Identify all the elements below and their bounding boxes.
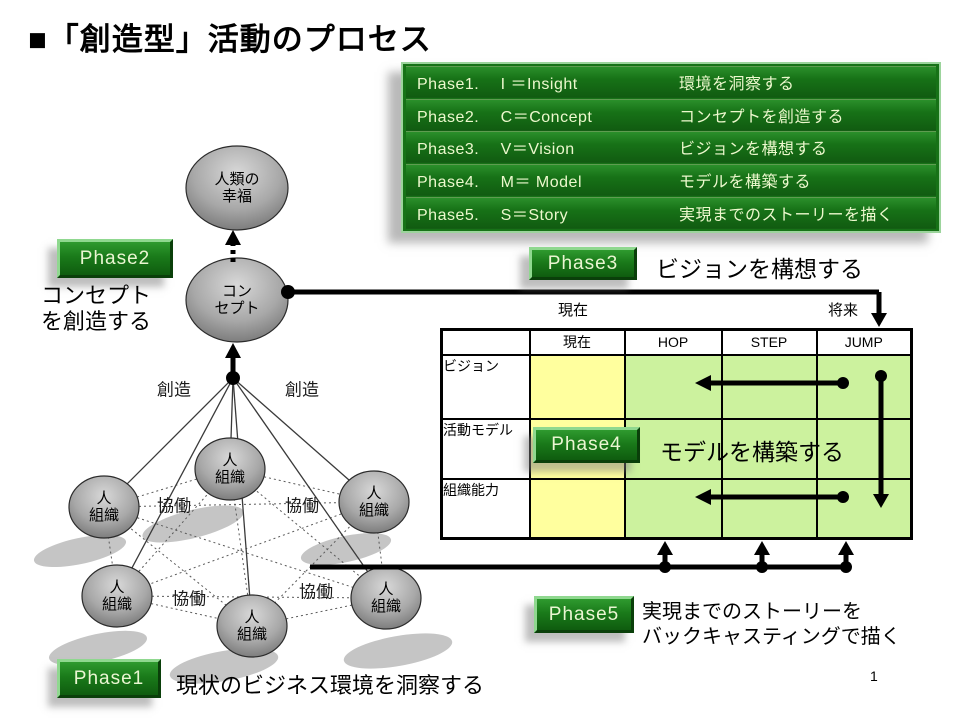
story-connector: [310, 541, 854, 573]
row-header-vision: ビジョン: [440, 353, 531, 420]
phase1-badge: Phase1: [57, 659, 161, 698]
table-cell: [720, 353, 818, 420]
phase-legend-key: Phase1. I ＝Insight: [417, 76, 578, 94]
phase4-description: モデルを構築する: [660, 439, 844, 465]
phase-legend-row: Phase1. I ＝Insight 環境を洞察する: [406, 66, 936, 99]
row-header-org-capability: 組織能力: [440, 477, 531, 540]
org-node-label: 人 組織: [214, 451, 246, 486]
phase4-badge: Phase4: [533, 427, 640, 463]
junction-arrow: [225, 343, 241, 385]
phase-legend-desc: モデルを構築する: [679, 174, 812, 192]
phase-legend-desc: 環境を洞察する: [679, 76, 795, 94]
table-cell: [528, 477, 626, 540]
phase-legend-key: Phase3. V＝Vision: [417, 141, 575, 159]
phase-legend-box: Phase1. I ＝Insight 環境を洞察する Phase2. C＝Con…: [401, 62, 941, 233]
phase-legend-desc: コンセプトを創造する: [679, 108, 845, 126]
phase-legend-row: Phase3. V＝Vision ビジョンを構想する: [406, 131, 936, 164]
col-header-hop: HOP: [623, 328, 723, 356]
phase5-description: 実現までのストーリーを バックキャスティングで描く: [642, 601, 901, 648]
page-number: 1: [870, 668, 878, 684]
concept-to-happiness-arrow: [225, 230, 241, 262]
happiness-node-label: 人類の 幸福: [214, 170, 260, 205]
timeline-future-label: 将来: [828, 302, 859, 319]
collab-mesh: [103, 468, 387, 627]
org-node-label: 人 組織: [370, 580, 402, 615]
table-cell: [815, 477, 913, 540]
create-label-right: 創造: [285, 380, 319, 400]
row-header-activity-model: 活動モデル: [440, 417, 531, 480]
table-cell: [623, 417, 723, 480]
phase-legend-desc: ビジョンを構想する: [679, 141, 828, 159]
phase-legend-key: Phase5. S＝Story: [417, 206, 569, 224]
phase3-badge: Phase3: [529, 247, 637, 280]
phase-legend-row: Phase5. S＝Story 実現までのストーリーを描く: [406, 196, 936, 229]
phase-legend-row: Phase4. M＝ Model モデルを構築する: [406, 164, 936, 197]
col-header-jump: JUMP: [815, 328, 913, 356]
collab-label-1: 協働: [157, 496, 191, 516]
collab-label-2: 協働: [285, 496, 319, 516]
org-node-label: 人 組織: [358, 484, 390, 519]
concept-node-label: コン セプト: [214, 282, 260, 317]
phase-legend-key: Phase4. M＝ Model: [417, 174, 583, 192]
creation-lines: [103, 377, 387, 627]
org-node-label: 人 組織: [101, 578, 133, 613]
create-label-left: 創造: [157, 380, 191, 400]
table-cell: [815, 417, 913, 480]
collab-label-4: 協働: [299, 582, 333, 602]
col-header-blank: [440, 328, 531, 356]
phase-legend-desc: 実現までのストーリーを描く: [679, 206, 894, 224]
phase5-badge: Phase5: [534, 596, 634, 633]
phase-legend-key: Phase2. C＝Concept: [417, 108, 593, 126]
org-node-label: 人 組織: [236, 608, 268, 643]
timeline-now-label: 現在: [558, 302, 589, 319]
phase2-description: コンセプト を創造する: [41, 283, 152, 335]
col-header-step: STEP: [720, 328, 818, 356]
table-cell: [623, 353, 723, 420]
collab-label-3: 協働: [172, 589, 206, 609]
table-cell: [815, 353, 913, 420]
slide-title: ■「創造型」活動のプロセス: [28, 22, 432, 57]
vision-table: 現在 HOP STEP JUMP ビジョン 活動モデル 組織能力: [440, 328, 913, 540]
table-cell: [720, 417, 818, 480]
table-cell: [720, 477, 818, 540]
col-header-now: 現在: [528, 328, 626, 356]
phase1-description: 現状のビジネス環境を洞察する: [176, 673, 485, 698]
phase2-badge: Phase2: [57, 239, 173, 278]
table-cell: [623, 477, 723, 540]
org-node-label: 人 組織: [88, 489, 120, 524]
phase3-description: ビジョンを構想する: [656, 256, 863, 282]
phase-legend-row: Phase2. C＝Concept コンセプトを創造する: [406, 98, 936, 131]
table-cell: [528, 353, 626, 420]
